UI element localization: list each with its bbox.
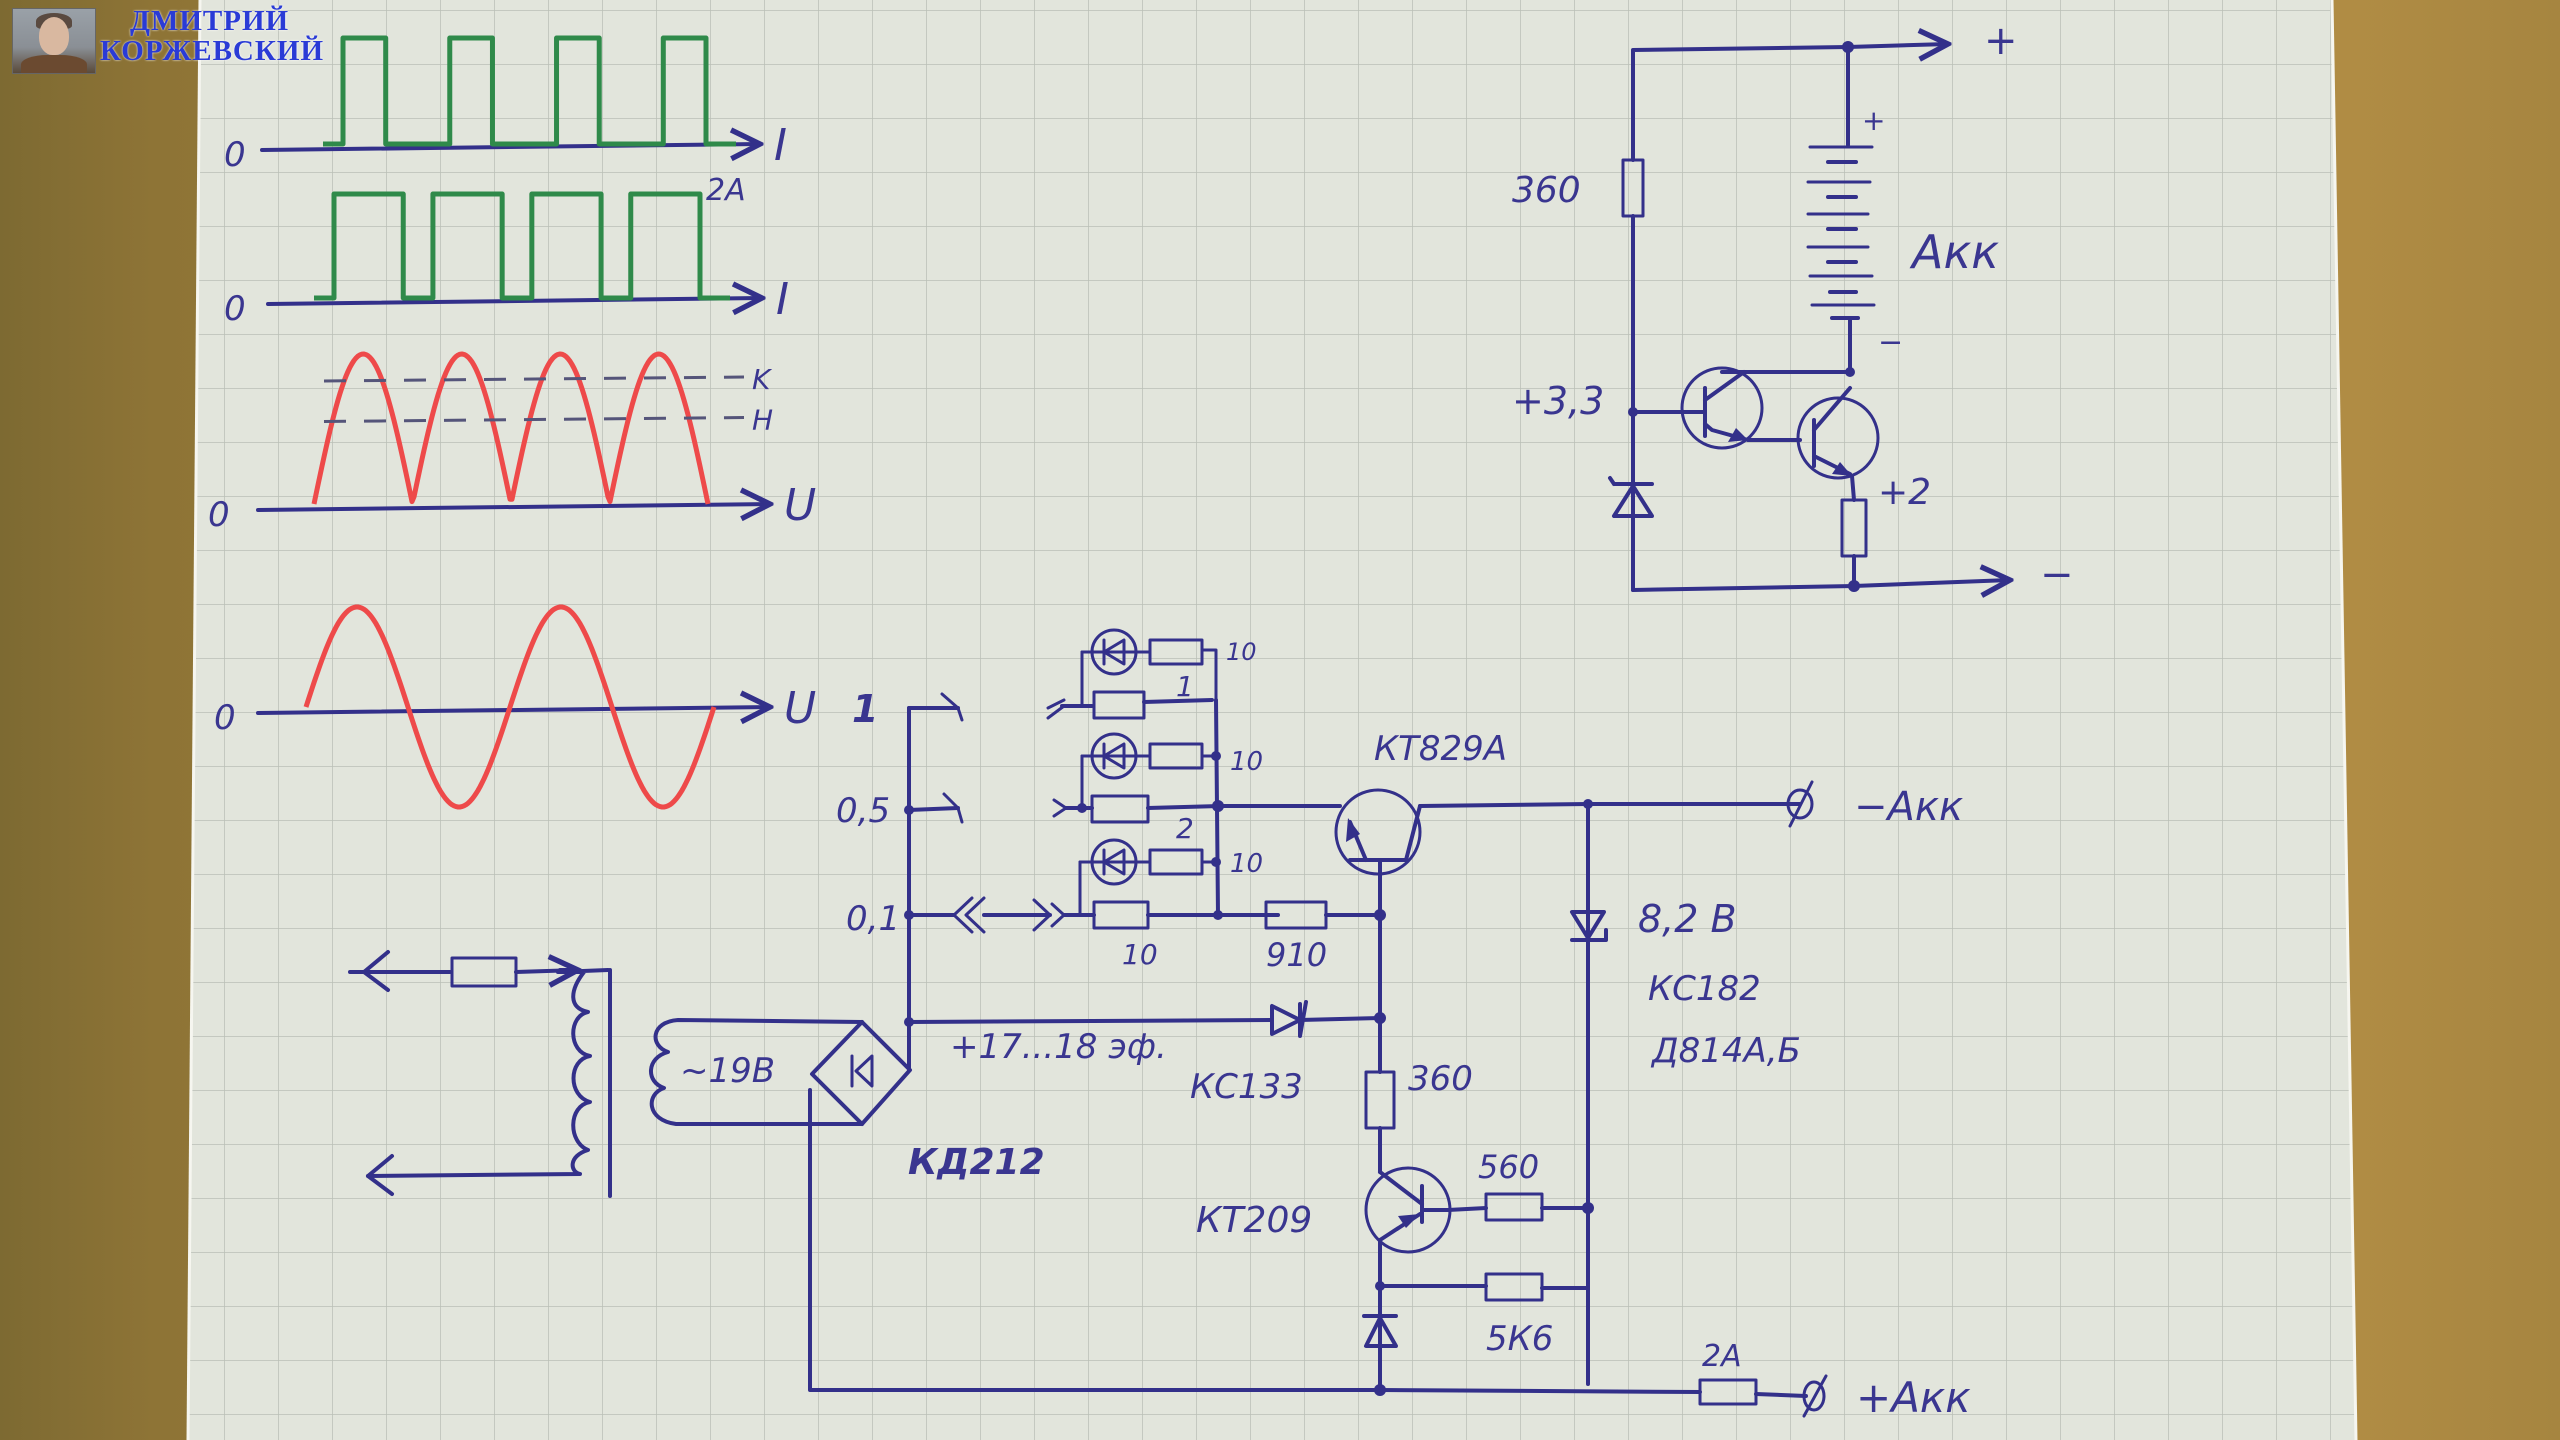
resistor-910-label: 910 [1266,936,1327,974]
sine-trace [303,604,717,810]
switch-position-0-5: 0,5 [836,791,890,831]
fuse-label: 2А [1702,1339,1742,1374]
resistor-5k6-label: 5К6 [1486,1319,1553,1359]
minus-terminal-label: − [2040,552,2074,598]
plus-terminal-label: + [1984,18,2018,64]
resistor-360-main-label: 360 [1408,1059,1473,1099]
led-resistor-1-label: 10 [1226,638,1257,666]
axis-label: U [784,683,816,734]
transistor-2 [1796,396,1880,480]
minus-output-terminal [1786,780,1814,828]
diode-bottom [1362,1314,1398,1348]
zero-label: 0 [214,698,236,738]
top-rail-wire [1631,44,1948,56]
shunt-resistor-1 [1092,690,1146,720]
resistor-560-label: 560 [1478,1148,1539,1186]
rectifier-voltage-label: +17...18 эф. [950,1027,1167,1067]
zener-kc133 [1270,1000,1308,1038]
bridge-label: КД212 [908,1142,1045,1183]
charger-circuit: 1 0,5 0,1 1 2 10 [348,628,1971,1422]
resistor-360-label: 360 [1512,170,1581,211]
zero-label: 0 [224,135,246,175]
battery-label: Акк [1909,225,1999,279]
transistor-1 [1680,366,1764,450]
rectified-trace [311,351,711,505]
transformer-voltage-label: ~19В [680,1051,775,1091]
axis-label: I [774,120,787,171]
axis-label: U [784,480,816,531]
transistor-kt209-label: КТ209 [1196,1200,1312,1241]
waveform-axis [256,504,770,510]
channel-name: ДМИТРИЙ КОРЖЕВСКИЙ [100,6,324,66]
shunt-1-label: 1 [1176,670,1194,703]
battery-minus-label: − [1878,325,1903,360]
led-resistor-2-label: 10 [1230,747,1263,777]
led-resistor-3-label: 10 [1230,849,1263,879]
emitter-voltage-label: +2 [1878,472,1931,513]
author-avatar [12,8,96,74]
zener-voltage-label: +3,3 [1512,379,1604,423]
led-indicator-1 [1080,628,1218,708]
output-plus-label: +Акк [1856,1373,1971,1422]
amplitude-label: 2A [706,173,746,208]
output-minus-label: −Акк [1854,784,1963,830]
level-line [323,416,745,423]
waveform-pulse-long: 0 I 2A [224,173,789,329]
transformer-primary [366,968,610,1178]
waveform-axis [266,298,762,304]
square-trace [323,35,736,147]
zero-label: 0 [224,289,246,329]
zener-voltage-label: 8,2 В [1638,897,1737,941]
shunt-2-label: 2 [1176,812,1194,845]
zener-type-2: Д814А,Б [1650,1031,1801,1071]
waveform-rectified: 0 U KH [208,351,816,535]
switch-position-0-1: 0,1 [846,899,900,939]
channel-name-line1: ДМИТРИЙ [130,5,290,37]
plus-output-terminal [1802,1374,1828,1418]
level-line [323,375,745,383]
zero-label: 0 [208,495,230,535]
level-label: H [752,404,773,437]
waveform-axis [260,144,760,150]
transformer-secondary [649,1018,864,1126]
zener-8-2v [1570,910,1608,942]
square-trace [314,191,730,301]
channel-watermark: ДМИТРИЙ КОРЖЕВСКИЙ [8,6,348,74]
battery-monitor-circuit: + 360 + Акк − +3,3 [1512,18,2074,598]
shunt-3-label: 10 [1122,938,1158,971]
level-label: K [752,363,773,396]
waveform-axis [256,707,770,713]
zener-type-1: КС182 [1648,969,1761,1009]
zener-kc133-label: КС133 [1190,1067,1303,1107]
paper-grid [188,0,2356,1440]
axis-label: I [776,274,789,325]
transistor-kt829a-label: КТ829А [1374,729,1507,769]
zener-diode-ref [1608,476,1654,518]
battery-symbol [1806,145,1876,320]
led-indicator-3 [1078,838,1218,917]
channel-name-line2: КОРЖЕВСКИЙ [100,35,325,67]
switch-position-1: 1 [852,687,878,731]
led-indicator-2 [1080,732,1218,810]
battery-plus-label: + [1862,104,1885,137]
